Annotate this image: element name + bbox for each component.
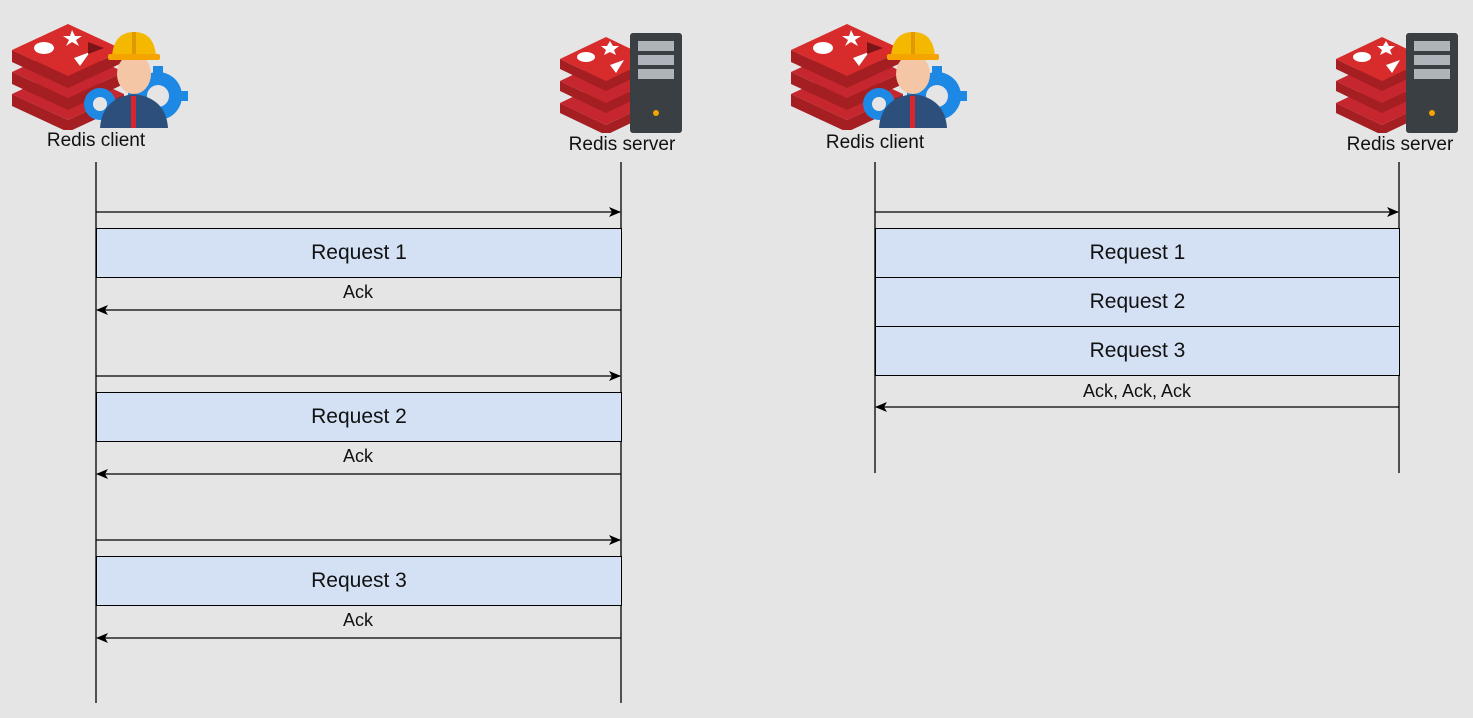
redis-client-engineer-icon [12, 24, 188, 130]
request-label: Request 3 [311, 569, 407, 592]
redis-logo-icon [560, 37, 652, 133]
redis-logo-icon [791, 24, 903, 130]
server-tower-icon [1406, 33, 1458, 133]
engineer-icon [879, 32, 947, 128]
redis-logo-icon [1336, 37, 1428, 133]
request-label: Request 1 [311, 241, 407, 264]
right-request-box-2: Request 2 [875, 277, 1400, 327]
left-ack-label-3: Ack [342, 610, 374, 630]
redis-server-icon [1336, 33, 1458, 133]
right-server-label: Redis server [1346, 134, 1454, 155]
right-request-box-3: Request 3 [875, 326, 1400, 376]
request-label: Request 1 [1089, 241, 1186, 264]
left-request-box-2: Request 2 [96, 392, 622, 442]
left-request-box-3: Request 3 [96, 556, 622, 606]
server-tower-icon [630, 33, 682, 133]
request-label: Request 2 [1089, 290, 1186, 313]
right-ack-label: Ack, Ack, Ack [1082, 381, 1192, 401]
left-server-label: Redis server [568, 134, 676, 155]
left-ack-label-1: Ack [342, 282, 374, 302]
right-client-label: Redis client [825, 132, 925, 153]
engineer-icon [100, 32, 168, 128]
left-client-label: Redis client [46, 130, 146, 151]
left-ack-label-2: Ack [342, 446, 374, 466]
request-label: Request 3 [1089, 339, 1186, 362]
request-label: Request 2 [311, 405, 407, 428]
redis-server-icon [560, 33, 682, 133]
right-request-box-1: Request 1 [875, 228, 1400, 278]
left-request-box-1: Request 1 [96, 228, 622, 278]
redis-client-engineer-icon [791, 24, 967, 130]
